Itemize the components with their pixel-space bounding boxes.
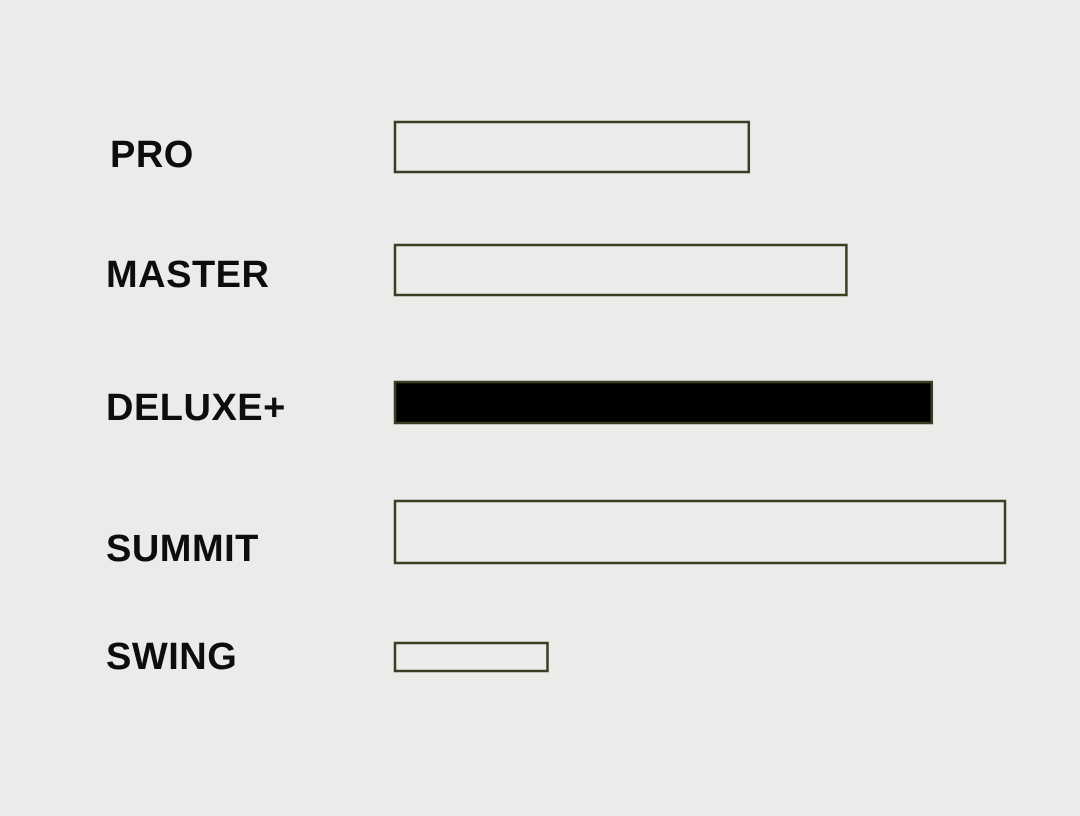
bar-swing <box>393 641 549 673</box>
label-deluxe: DELUXE+ <box>106 387 286 429</box>
bar-master <box>393 243 848 297</box>
bar-pro <box>393 120 751 174</box>
bar-deluxe <box>393 380 934 425</box>
label-master: MASTER <box>106 254 269 296</box>
bars <box>393 120 1007 673</box>
label-swing: SWING <box>106 636 237 678</box>
bar-summit <box>393 499 1007 565</box>
label-pro: PRO <box>110 134 194 176</box>
category-labels: PRO MASTER DELUXE+ SUMMIT SWING <box>106 134 286 678</box>
label-summit: SUMMIT <box>106 528 259 570</box>
